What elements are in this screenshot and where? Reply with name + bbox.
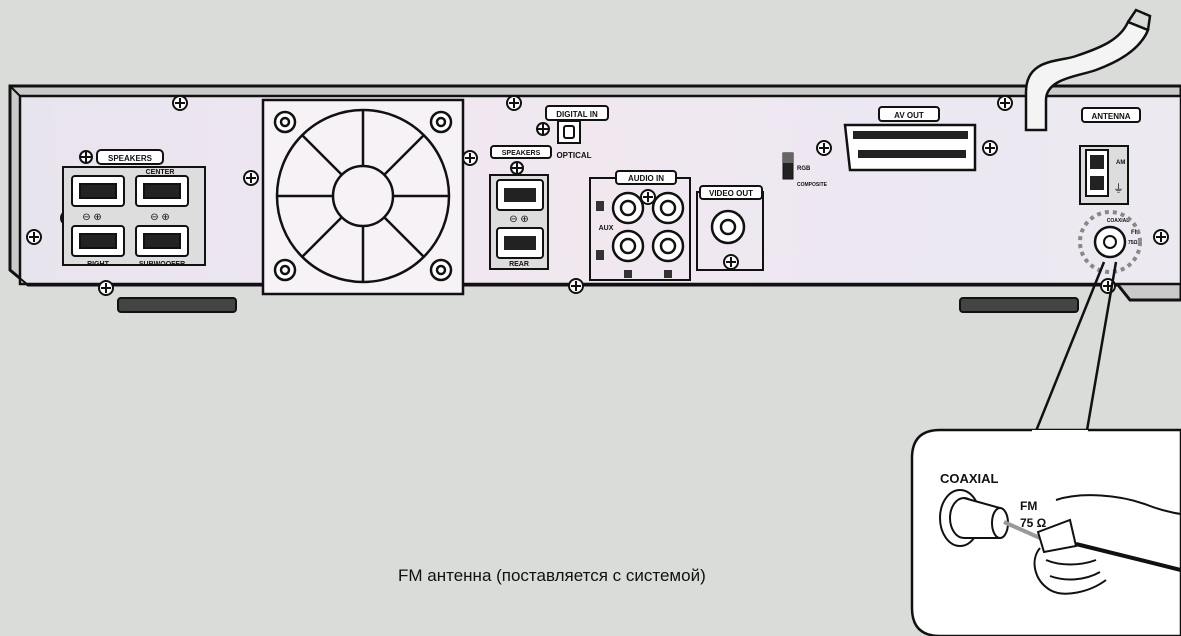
aux-jacks [611,191,685,263]
screw-icon [510,161,524,175]
speakers-rear-label: SPEAKERS [502,150,541,157]
inset-coaxial-connector [939,489,1009,547]
coaxial-label-small: COAXIAL [1107,218,1130,224]
screw-icons [26,95,1169,296]
antenna-label: ANTENNA [1091,112,1130,121]
rear-label: REAR [509,261,529,268]
av-out-label: AV OUT [894,111,924,120]
screw-icon [568,278,584,294]
ground-icon: ⏚ [1113,182,1124,195]
inset-leader [1032,261,1118,437]
inset-ohm-label: 75 Ω [1020,516,1047,530]
am-antenna-cable [1024,8,1152,132]
svg-text:⊖ ⊕: ⊖ ⊕ [150,212,170,223]
screw-icon [723,254,739,270]
rgb-label: RGB [797,166,811,172]
fm-label-small: FM [1131,230,1140,236]
screw-icon [26,229,42,245]
inset-fm-label: FM [1020,499,1037,513]
screw-icon [79,150,93,164]
screw-icon [243,170,259,186]
antenna-section: ANTENNA AM ⏚ COAXIAL FM 75Ω [1078,107,1142,274]
screw-icon [98,280,114,296]
screw-icon [172,95,188,111]
inset-coaxial-label: COAXIAL [940,471,999,486]
inset-plug-hand [1003,494,1181,595]
center-label: CENTER [146,169,175,176]
screw-icon [1153,229,1169,245]
screw-icon [640,189,656,205]
speaker-terminals-front: SPEAKERS CENTER RIGHT SUBWOOFER ⊖ ⊕ ⊖ ⊕ [62,149,206,268]
digital-in-label: DIGITAL IN [556,110,598,119]
composite-label: COMPOSITE [797,182,828,188]
subwoofer-label: SUBWOOFER [139,261,185,268]
screw-icon [816,140,832,156]
fan-grille [261,98,465,296]
screw-icon [982,140,998,156]
video-mode-switch: RGB COMPOSITE [782,152,828,188]
fm-antenna-caption: FM антенна (поставляется с системой) [398,566,706,585]
video-out-section: VIDEO OUT [696,185,764,271]
right-label: RIGHT [87,261,110,268]
inset-callout: COAXIAL FM 75 Ω [910,428,1181,636]
screw-icon [997,95,1013,111]
screw-icon [462,150,478,166]
optical-label: OPTICAL [556,151,591,160]
ohm-label-small: 75Ω [1128,240,1138,246]
av-out-section: AV OUT [843,106,977,172]
am-label: AM [1116,160,1125,166]
svg-text:⊖ ⊕: ⊖ ⊕ [509,214,529,225]
screw-icon [536,122,550,136]
speakers-label: SPEAKERS [108,154,153,163]
audio-in-section: AUDIO IN AUX [589,170,691,281]
highlight-circle [1078,210,1142,274]
screw-icon [506,95,522,111]
digital-in-section: DIGITAL IN OPTICAL [536,105,609,160]
speaker-terminals-rear: SPEAKERS ⊖ ⊕ REAR [489,145,552,270]
aux-label: AUX [599,225,614,232]
audio-in-label: AUDIO IN [628,174,664,183]
video-out-label: VIDEO OUT [709,189,753,198]
svg-text:⊖ ⊕: ⊖ ⊕ [82,212,102,223]
